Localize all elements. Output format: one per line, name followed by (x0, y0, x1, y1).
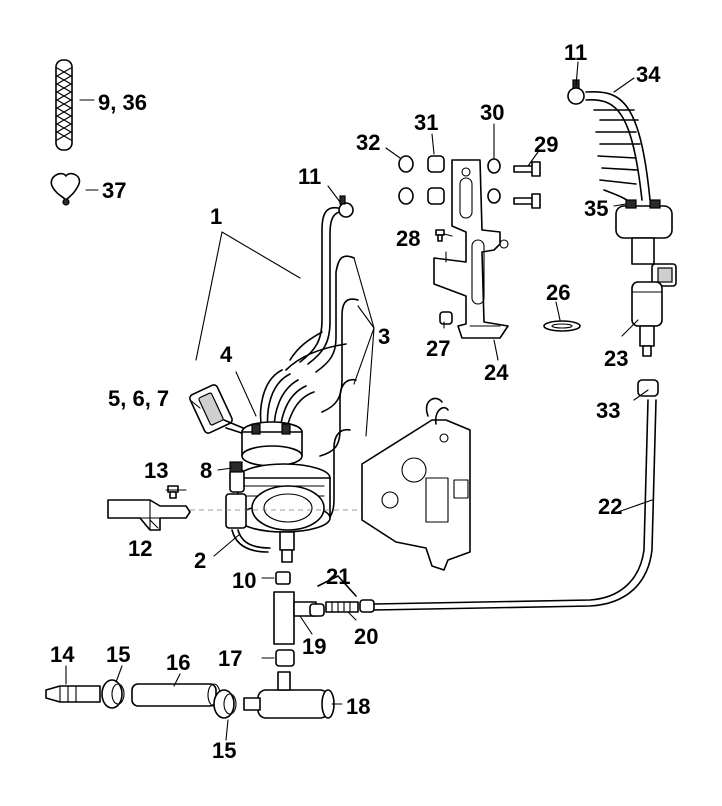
label-30: 30 (480, 100, 504, 125)
part-connector-10[interactable] (275, 571, 291, 585)
part-vent-hoses[interactable] (285, 206, 359, 527)
label-12: 12 (128, 536, 152, 561)
label-21: 21 (326, 564, 350, 589)
label-34: 34 (636, 62, 661, 87)
part-connector-17[interactable] (275, 649, 295, 667)
part-fitting-20[interactable] (325, 601, 359, 613)
part-filter-18[interactable] (243, 671, 335, 719)
label-4: 4 (220, 342, 233, 367)
part-bushing-31[interactable] (427, 155, 445, 205)
label-31: 31 (414, 110, 438, 135)
label-16: 16 (166, 650, 190, 675)
label-33: 33 (596, 398, 620, 423)
label-15-top: 15 (106, 642, 130, 667)
callout-labels: 1 2 3 4 5, 6, 7 8 9, 36 10 11 11 12 13 1… (50, 40, 661, 763)
label-22: 22 (598, 494, 622, 519)
label-17: 17 (218, 646, 242, 671)
label-15-bottom: 15 (212, 738, 236, 763)
part-clamp-15-right[interactable] (213, 689, 237, 719)
part-fitting-14[interactable] (45, 685, 101, 703)
part-connector-33[interactable] (637, 379, 659, 397)
part-connector-35[interactable] (615, 199, 677, 287)
part-screw-28[interactable] (435, 229, 445, 242)
part-braided-sleeve[interactable] (55, 59, 73, 151)
leader-lines (65, 61, 653, 741)
part-pump-23[interactable] (631, 281, 663, 357)
part-hose-16[interactable] (131, 683, 221, 707)
label-8: 8 (200, 458, 212, 483)
label-32: 32 (356, 130, 380, 155)
label-18: 18 (346, 694, 370, 719)
label-13: 13 (144, 458, 168, 483)
part-clamp-left[interactable] (338, 195, 354, 218)
label-5-6-7: 5, 6, 7 (108, 386, 169, 411)
label-11-left: 11 (298, 164, 321, 189)
label-20: 20 (354, 624, 378, 649)
part-gasket-26[interactable] (543, 320, 581, 332)
part-bracket-12[interactable] (107, 499, 191, 531)
label-23: 23 (604, 346, 628, 371)
part-grommet-32[interactable] (398, 155, 414, 205)
label-29: 29 (534, 132, 558, 157)
label-3: 3 (378, 324, 390, 349)
label-14: 14 (50, 642, 75, 667)
label-27: 27 (426, 336, 450, 361)
label-37: 37 (102, 178, 126, 203)
part-nut-27[interactable] (439, 311, 453, 325)
part-hose-clip[interactable] (50, 172, 81, 206)
label-26: 26 (546, 280, 570, 305)
part-wire-harness-34[interactable] (585, 90, 651, 209)
part-screw-13[interactable] (167, 485, 179, 499)
label-35: 35 (584, 196, 608, 221)
part-large-bracket[interactable] (361, 397, 471, 571)
label-28: 28 (396, 226, 420, 251)
part-hose-22[interactable] (373, 399, 657, 611)
label-19: 19 (302, 634, 326, 659)
label-1: 1 (210, 204, 222, 229)
part-bolt-29[interactable] (513, 161, 541, 209)
label-11-right: 11 (564, 40, 587, 65)
part-bracket-24[interactable] (433, 159, 509, 339)
label-10: 10 (232, 568, 256, 593)
part-fuel-pump[interactable] (189, 369, 331, 563)
part-washer-30[interactable] (487, 158, 501, 204)
label-24: 24 (484, 360, 509, 385)
label-9-36: 9, 36 (98, 90, 147, 115)
part-fitting-21[interactable] (309, 599, 375, 617)
part-clamp-15-left[interactable] (101, 679, 125, 709)
label-2: 2 (194, 548, 206, 573)
